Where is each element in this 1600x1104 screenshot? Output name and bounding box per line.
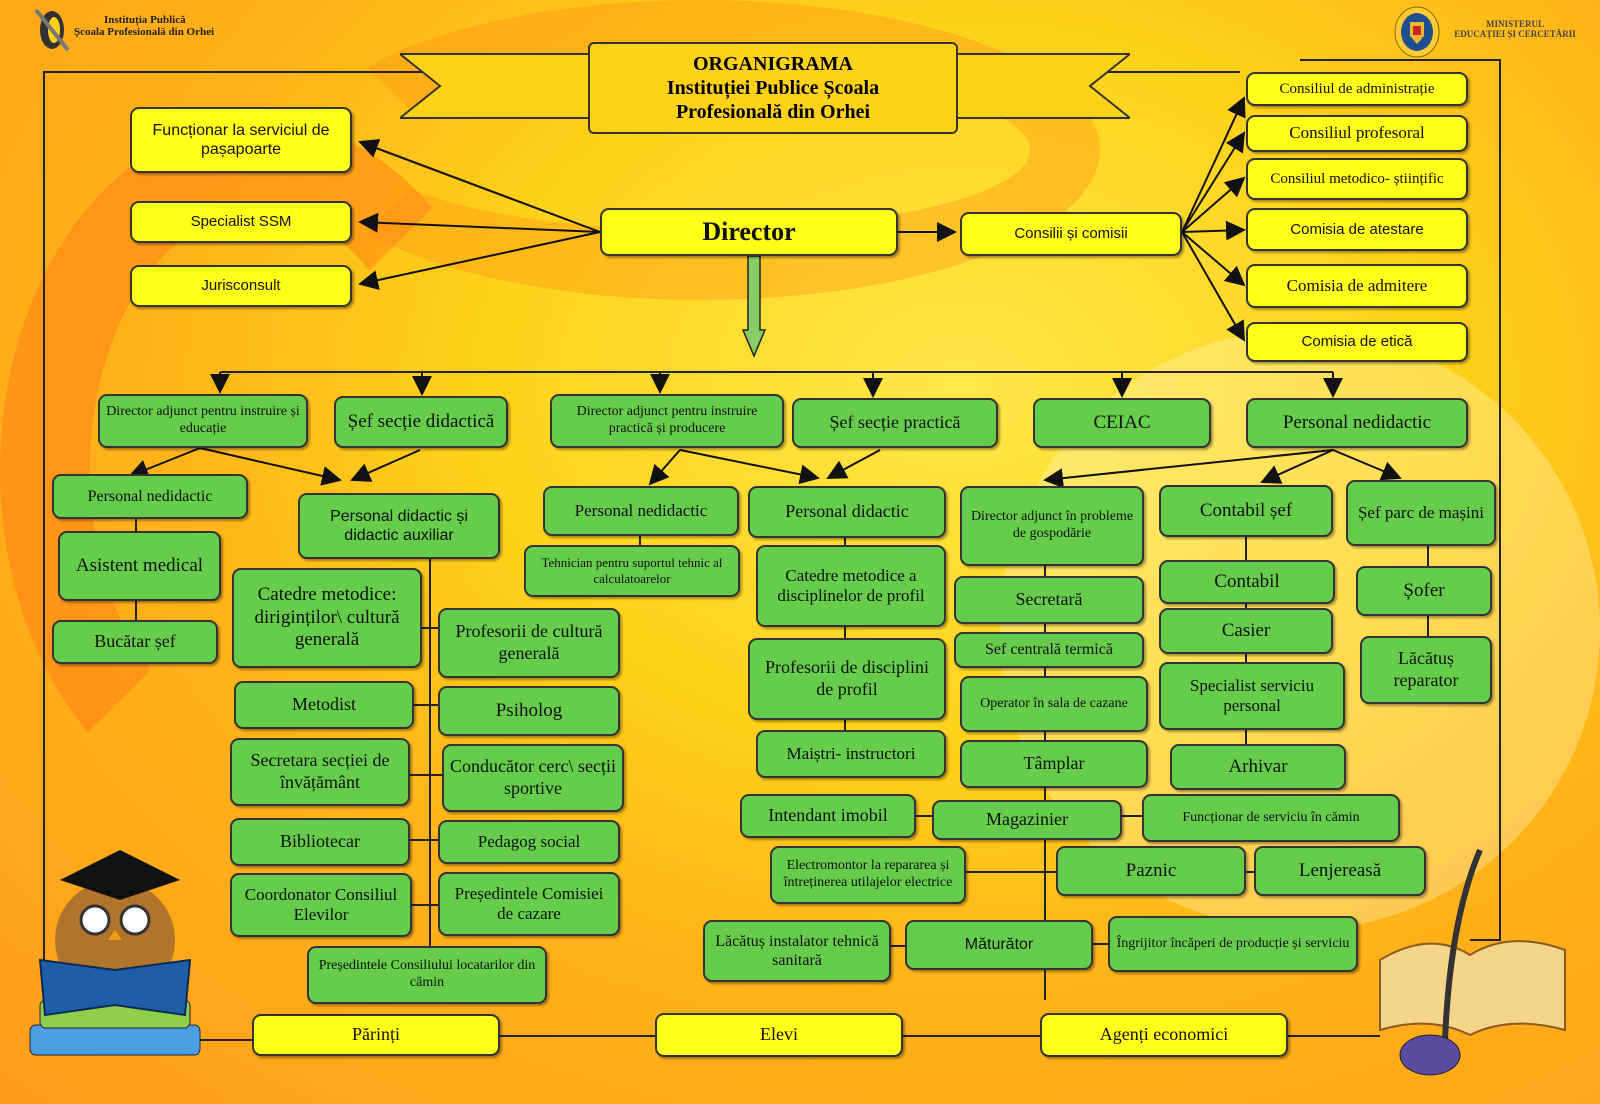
box-left: Metodist bbox=[234, 681, 414, 729]
institution-line2: Școala Profesională din Orhei bbox=[74, 26, 215, 39]
box-council: Consiliul profesoral bbox=[1246, 115, 1468, 152]
box-left: Catedre metodice: diriginților\ cultură … bbox=[232, 568, 422, 668]
box-left: Coordonator Consiliul Elevilor bbox=[230, 873, 412, 937]
title-line: ORGANIGRAMA bbox=[693, 53, 853, 75]
page-title: ORGANIGRAMA Instituției Publice Școala P… bbox=[588, 42, 958, 134]
box-left: Pedagog social bbox=[438, 820, 620, 864]
box-director: Director bbox=[600, 208, 898, 256]
box-right: Lenjereasă bbox=[1254, 846, 1426, 896]
box-left: Personal nedidactic bbox=[52, 474, 248, 519]
ministry-line2: EDUCAȚIEI ȘI CERCETĂRII bbox=[1454, 28, 1576, 39]
box-left: Președintele Consiliului locatarilor din… bbox=[307, 946, 547, 1004]
box-middle: Maiștri- instructori bbox=[756, 730, 946, 778]
box-council: Comisia de admitere bbox=[1246, 264, 1468, 308]
box-right: Electromontor la repararea și întreținer… bbox=[770, 846, 966, 904]
box-right: Îngrijitor încăperi de producție și serv… bbox=[1108, 916, 1358, 972]
box-left: Secretara secției de învățământ bbox=[230, 738, 410, 806]
box-level1: CEIAC bbox=[1033, 398, 1211, 448]
school-logo bbox=[32, 6, 72, 52]
box-level1: Șef secție didactică bbox=[334, 396, 508, 448]
box-right: Funcționar de serviciu în cămin bbox=[1142, 794, 1400, 842]
book-quill-illustration bbox=[1379, 848, 1566, 1076]
box-right: Casier bbox=[1159, 608, 1333, 654]
box-middle: Catedre metodice a disciplinelor de prof… bbox=[756, 545, 946, 627]
box-pasapoarte: Funcționar la serviciul de pașapoarte bbox=[130, 107, 352, 173]
box-right: Director adjunct în probleme de gospodăr… bbox=[960, 486, 1144, 566]
box-specialist-ssm: Specialist SSM bbox=[130, 201, 352, 243]
box-right: Paznic bbox=[1056, 846, 1246, 896]
box-left: Bibliotecar bbox=[230, 818, 410, 866]
box-right: Specialist serviciu personal bbox=[1159, 662, 1345, 730]
box-right: Magazinier bbox=[932, 800, 1122, 840]
box-right: Contabil șef bbox=[1159, 485, 1333, 537]
box-council: Consiliul de administrație bbox=[1246, 72, 1468, 106]
box-left: Conducător cerc\ secții sportive bbox=[442, 744, 624, 812]
box-middle: Tehnician pentru suportul tehnic al calc… bbox=[524, 545, 740, 597]
box-left: Președintele Comisiei de cazare bbox=[438, 872, 620, 936]
box-left: Profesorii de cultură generală bbox=[438, 608, 620, 678]
box-right: Măturător bbox=[905, 920, 1093, 970]
box-right: Lăcătuș instalator tehnică sanitară bbox=[703, 920, 891, 982]
box-right: Arhivar bbox=[1170, 744, 1346, 790]
box-right: Tâmplar bbox=[960, 740, 1148, 788]
box-council: Consiliul metodico- științific bbox=[1246, 158, 1468, 200]
down-arrow-icon bbox=[741, 255, 767, 358]
box-left: Personal didactic și didactic auxiliar bbox=[298, 493, 500, 559]
box-level1: Director adjunct pentru instruire practi… bbox=[550, 394, 784, 448]
box-level1: Director adjunct pentru instruire și edu… bbox=[98, 394, 308, 448]
box-right: Operator în sala de cazane bbox=[960, 676, 1148, 732]
box-jurisconsult: Jurisconsult bbox=[130, 265, 352, 307]
box-elevi: Elevi bbox=[655, 1013, 903, 1057]
box-parinti: Părinți bbox=[252, 1014, 500, 1056]
box-left: Asistent medical bbox=[58, 531, 221, 601]
box-right: Șofer bbox=[1356, 566, 1492, 616]
box-middle: Profesorii de disciplini de profil bbox=[748, 638, 946, 720]
box-right: Contabil bbox=[1159, 560, 1335, 604]
box-left: Bucătar șef bbox=[52, 620, 218, 664]
ministry-line1: MINISTERUL bbox=[1485, 19, 1544, 29]
institution-line1: Instituția Publică bbox=[104, 14, 186, 26]
box-right: Lăcătuș reparator bbox=[1360, 636, 1492, 704]
title-line: Profesională din Orhei bbox=[675, 101, 871, 123]
owl-books-illustration bbox=[29, 850, 201, 1056]
box-level1: Personal nedidactic bbox=[1246, 398, 1468, 448]
box-left: Psiholog bbox=[438, 686, 620, 736]
ministry-emblem bbox=[1394, 6, 1440, 58]
title-ribbon bbox=[400, 53, 1130, 119]
title-line: Instituției Publice Școala bbox=[666, 77, 880, 99]
box-right: Sef centrală termică bbox=[954, 632, 1144, 668]
box-council: Comisia de etică bbox=[1246, 322, 1468, 362]
box-right: Intendant imobil bbox=[740, 794, 916, 838]
box-consilii-comisii: Consilii și comisii bbox=[960, 212, 1182, 256]
box-middle: Personal nedidactic bbox=[543, 486, 739, 536]
box-middle: Personal didactic bbox=[748, 486, 946, 538]
box-agenti-economici: Agenți economici bbox=[1040, 1013, 1288, 1057]
box-level1: Șef secție practică bbox=[792, 398, 998, 448]
box-council: Comisia de atestare bbox=[1246, 208, 1468, 251]
box-right: Secretară bbox=[954, 576, 1144, 624]
box-right: Șef parc de mașini bbox=[1346, 480, 1496, 546]
